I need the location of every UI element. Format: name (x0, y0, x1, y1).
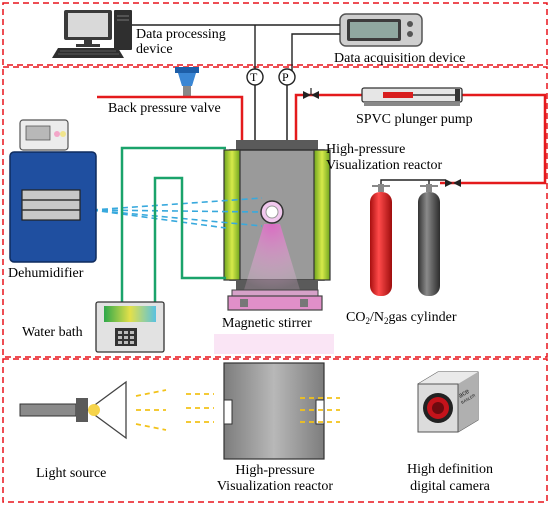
pressure-gauge-label: P (282, 70, 289, 84)
signal-lines (132, 24, 340, 75)
temperature-gauge (246, 68, 264, 140)
gas-cylinder-label: CO2/N2gas cylinder (346, 310, 456, 329)
data-processing-label-line1: Data processing (136, 27, 226, 42)
back-pressure-valve-label: Back pressure valve (108, 101, 221, 116)
cylinder-manifold (380, 179, 445, 184)
magnetic-stirrer-label: Magnetic stirrer (222, 316, 312, 331)
visualization-reactor (223, 140, 331, 290)
incident-light-beam (135, 389, 214, 431)
light-source-icon (19, 380, 127, 440)
gas-cylinder-label-sub2: 2 (383, 316, 389, 326)
camera-label-line1: High definition (407, 462, 493, 477)
water-circulation-pipes (120, 146, 226, 306)
top-panel-border (2, 2, 548, 66)
camera-label-line2: digital camera (410, 479, 490, 494)
dehumidifier-air-lines (91, 197, 263, 229)
red-gas-pipes (97, 93, 547, 185)
transmitted-light-beam (300, 397, 340, 423)
middle-panel-border (2, 66, 548, 358)
gas-cylinder-label-rest: gas cylinder (388, 310, 457, 325)
computer-icon (52, 10, 132, 58)
data-acquisition-device-icon (339, 13, 423, 47)
co2-cylinder-icon (370, 184, 392, 296)
gas-cylinder-label-n: /N (369, 310, 384, 325)
gas-cylinder-label-sub1: 2 (365, 316, 370, 326)
bottom-reactor-label-line2: Visualization reactor (216, 479, 334, 494)
pressure-gauge (278, 68, 296, 140)
cylinder-valve-icon (445, 179, 461, 187)
data-acquisition-label: Data acquisition device (334, 51, 466, 66)
water-bath-icon (95, 301, 165, 353)
back-pressure-valve-icon (175, 67, 199, 96)
reactor-cross-section (223, 362, 325, 460)
water-bath-label: Water bath (22, 325, 83, 340)
temperature-gauge-label: T (250, 70, 258, 84)
magnetic-stirrer-icon (214, 289, 334, 354)
plunger-pump-label: SPVC plunger pump (356, 112, 473, 127)
plunger-pump-icon (361, 87, 463, 106)
dehumidifier-icon (9, 119, 97, 263)
n2-cylinder-icon (418, 184, 440, 296)
bottom-reactor-label-line1: High-pressure (235, 463, 315, 478)
data-processing-label-line2: device (136, 42, 173, 57)
pump-valve-icon (303, 88, 319, 99)
light-source-label: Light source (36, 466, 107, 481)
reactor-label-line1: High-pressure (326, 142, 406, 157)
hd-camera-icon (417, 371, 479, 433)
camera-brand-ace: ace (458, 388, 471, 400)
dehumidifier-label: Dehumidifier (8, 266, 84, 281)
reactor-label-line2: Visualization reactor (326, 158, 443, 173)
bottom-panel-border (2, 358, 548, 503)
gas-cylinder-label-co: CO (346, 310, 366, 325)
